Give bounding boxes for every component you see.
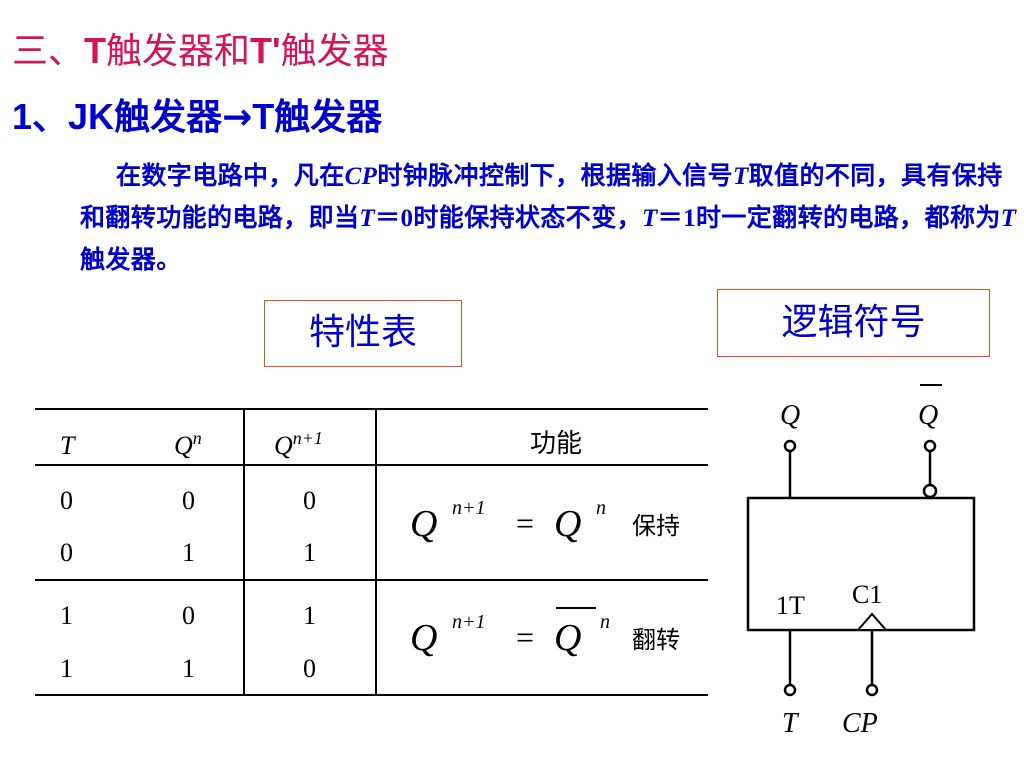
hold-word: 保持: [632, 512, 680, 540]
input-cp-label: CP: [842, 708, 878, 739]
heading-mid1: 触发器和: [106, 31, 251, 72]
heading-t: T: [84, 30, 107, 71]
subheading-num: 1、: [12, 96, 69, 137]
para-text: 在数字电路中，凡在: [116, 161, 345, 190]
header-function: 功能: [530, 429, 582, 459]
svg-text:n+1: n+1: [452, 497, 486, 519]
flipflop-body: [746, 496, 976, 632]
cell-r2-t: 0: [60, 538, 73, 567]
subheading-part1: 触发器→: [114, 97, 253, 138]
svg-text:n: n: [596, 497, 606, 519]
para-eq0: ＝0: [375, 205, 414, 232]
para-text: 触发器。: [80, 245, 182, 274]
output-q-terminal: [783, 439, 797, 453]
characteristic-table-label: 特性表: [264, 300, 462, 367]
subheading: 1、JK触发器→T触发器: [12, 88, 382, 140]
cell-r4-qn1: 0: [303, 654, 316, 683]
para-t: T: [359, 205, 376, 232]
svg-text:=: =: [516, 505, 534, 541]
para-text: 时一定翻转的电路，都称为: [695, 203, 1001, 232]
cell-r3-t: 1: [60, 601, 73, 630]
header-t: T: [60, 431, 76, 460]
input-t-label: T: [782, 708, 800, 739]
toggle-word: 翻转: [632, 626, 680, 654]
cell-r2-q: 1: [182, 538, 195, 567]
cell-r1-q: 0: [182, 486, 195, 515]
cell-r2-qn1: 1: [303, 538, 316, 567]
svg-text:Q: Q: [410, 503, 437, 545]
input-cp-terminal: [865, 683, 879, 697]
header-qn: Qn: [174, 428, 202, 460]
input-label-1t: 1T: [776, 591, 805, 620]
para-t: T: [732, 163, 749, 190]
input-t-terminal: [783, 683, 797, 697]
output-qbar-label: Q: [918, 400, 938, 431]
svg-text:Q: Q: [554, 617, 581, 659]
heading-prefix: 三、: [12, 31, 85, 72]
inversion-bubble: [922, 483, 938, 499]
subheading-part2: 触发器: [274, 97, 383, 138]
output-q-label: Q: [780, 400, 800, 431]
section-heading: 三、T触发器和T'触发器: [12, 22, 389, 74]
para-text: 时钟脉冲控制下，根据输入信号: [377, 161, 733, 190]
output-qbar-terminal: [923, 439, 937, 453]
cell-r3-q: 0: [182, 601, 195, 630]
svg-text:=: =: [516, 619, 534, 655]
equation-toggle: Q n+1 = Q n 翻转: [410, 607, 680, 659]
para-text: 时能保持状态不变，: [413, 203, 642, 232]
para-eq1: ＝1: [657, 205, 696, 232]
subheading-t: T: [252, 96, 275, 137]
svg-text:n+1: n+1: [452, 611, 486, 633]
heading-t-prime: T': [250, 30, 281, 71]
cell-r3-qn1: 1: [303, 601, 316, 630]
cell-r4-t: 1: [60, 654, 73, 683]
clock-label-c1: C1: [852, 580, 882, 609]
cell-r1-qn1: 0: [303, 486, 316, 515]
cell-r4-q: 1: [182, 654, 195, 683]
svg-text:Q: Q: [410, 617, 437, 659]
svg-text:n: n: [600, 611, 610, 633]
subheading-jk: JK: [68, 96, 115, 137]
svg-text:Q: Q: [554, 503, 581, 545]
para-text: 取值的不同，具有保持和翻转功能的电路，即当: [80, 161, 1003, 232]
header-qn1: Qn+1: [274, 428, 323, 460]
definition-paragraph: 在数字电路中，凡在CP时钟脉冲控制下，根据输入信号T取值的不同，具有保持和翻转功…: [80, 155, 1020, 280]
equation-hold: Q n+1 = Q n 保持: [410, 497, 680, 545]
para-t: T: [642, 205, 658, 232]
heading-mid2: 触发器: [280, 31, 389, 72]
para-t: T: [1000, 205, 1017, 232]
para-cp: CP: [344, 163, 378, 190]
logic-symbol-label: 逻辑符号: [717, 289, 990, 357]
cell-r1-t: 0: [60, 486, 73, 515]
